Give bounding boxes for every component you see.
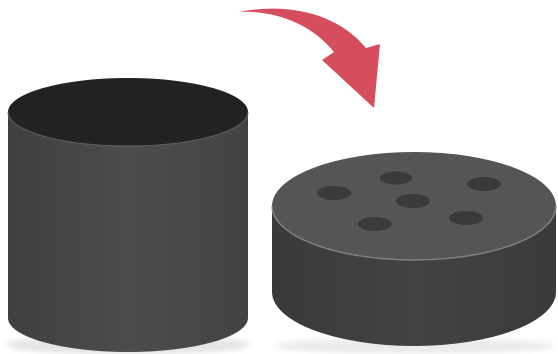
perforated-disc [272,152,556,354]
disc-hole [449,211,483,225]
tall-cylinder-body [8,112,248,352]
disc-hole [380,172,412,185]
disc-hole [317,186,351,200]
disc-hole [467,177,501,191]
curved-arrow-icon [238,9,380,108]
disc-hole [358,217,392,231]
disc-hole [396,194,430,208]
tall-cylinder [6,78,250,354]
